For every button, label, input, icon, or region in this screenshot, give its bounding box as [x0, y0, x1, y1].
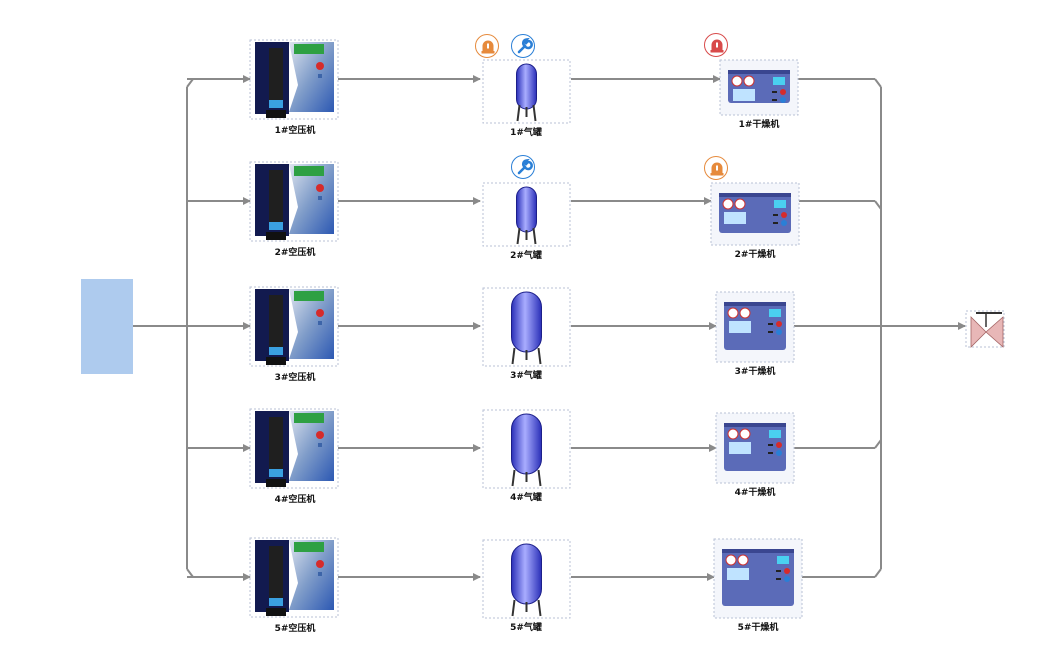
tank-label: 2#气罐 — [510, 251, 542, 261]
wrench-icon[interactable] — [511, 34, 535, 58]
tank-icon[interactable] — [482, 59, 571, 124]
compressor-label: 4#空压机 — [274, 495, 316, 505]
inlet-bus-curve — [186, 568, 194, 578]
dryer-icon[interactable] — [715, 291, 795, 363]
pipe-curve — [874, 568, 882, 578]
dryer-label: 4#干燥机 — [734, 488, 776, 498]
alarm-icon[interactable] — [704, 156, 728, 180]
pipe-curve — [874, 78, 882, 88]
compressor-label: 5#空压机 — [274, 624, 316, 634]
compressor-label: 1#空压机 — [274, 126, 316, 136]
dryer-label: 1#干燥机 — [738, 120, 780, 130]
inlet-bus-curve — [186, 78, 194, 88]
dryer-label: 3#干燥机 — [734, 367, 776, 377]
tank-icon[interactable] — [482, 287, 571, 367]
compressor-icon[interactable] — [249, 537, 339, 618]
compressor-label: 2#空压机 — [274, 248, 316, 258]
compressor-label: 3#空压机 — [274, 373, 316, 383]
compressor-icon[interactable] — [249, 39, 339, 120]
wrench-icon[interactable] — [511, 155, 535, 179]
tank-icon[interactable] — [482, 539, 571, 619]
dryer-label: 2#干燥机 — [734, 250, 776, 260]
dryer-icon[interactable] — [713, 538, 803, 619]
alarm-icon[interactable] — [475, 34, 499, 58]
dryer-icon[interactable] — [710, 182, 800, 246]
devices-layer — [249, 39, 1005, 619]
pipes-layer — [133, 75, 966, 581]
tank-label: 5#气罐 — [510, 623, 542, 633]
pipe-curve — [874, 200, 882, 210]
compressor-icon[interactable] — [249, 408, 339, 489]
compressor-icon[interactable] — [249, 286, 339, 367]
dryer-label: 5#干燥机 — [737, 623, 779, 633]
pipe-curve — [874, 439, 882, 449]
tank-label: 1#气罐 — [510, 128, 542, 138]
alarm-icon[interactable] — [704, 33, 728, 57]
dryer-icon[interactable] — [719, 59, 799, 116]
tank-label: 3#气罐 — [510, 371, 542, 381]
dryer-icon[interactable] — [715, 412, 795, 484]
tank-icon[interactable] — [482, 409, 571, 489]
tank-label: 4#气罐 — [510, 493, 542, 503]
compressor-icon[interactable] — [249, 161, 339, 242]
air-source-block[interactable] — [81, 279, 133, 374]
valve-icon[interactable] — [965, 310, 1005, 348]
tank-icon[interactable] — [482, 182, 571, 247]
